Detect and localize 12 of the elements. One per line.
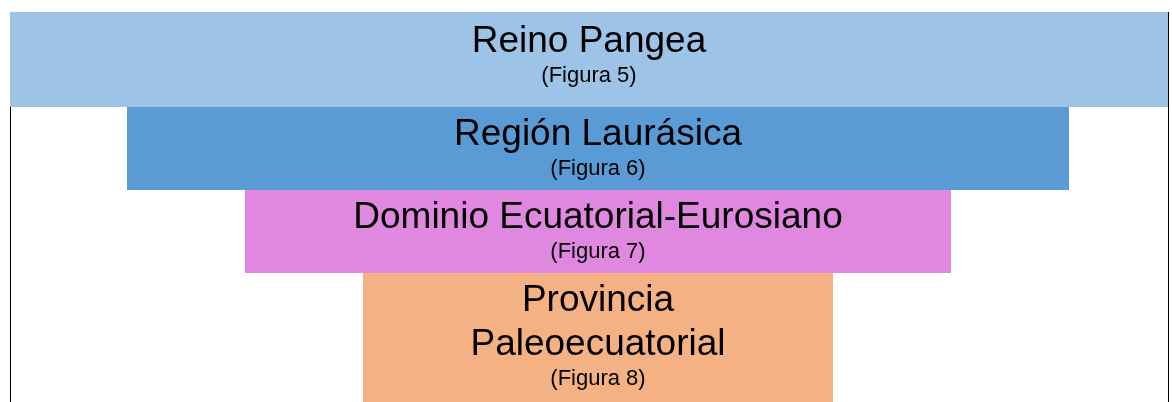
band-title: Reino Pangea (471, 18, 707, 62)
figure-reference: (Figura 8) (550, 365, 646, 391)
pyramid-band (10, 12, 1168, 107)
figure-reference: (Figura 6) (550, 155, 646, 181)
band-title: Dominio Ecuatorial-Eurosiano (353, 194, 843, 238)
band-title: Región Laurásica (454, 111, 742, 155)
band-title: Provincia Paleoecuatorial (469, 277, 727, 365)
figure-reference: (Figura 7) (550, 238, 646, 264)
pyramid-band (127, 107, 1069, 190)
pyramid-band (363, 273, 833, 402)
figure-reference: (Figura 5) (541, 62, 637, 88)
pyramid-band (245, 190, 951, 273)
